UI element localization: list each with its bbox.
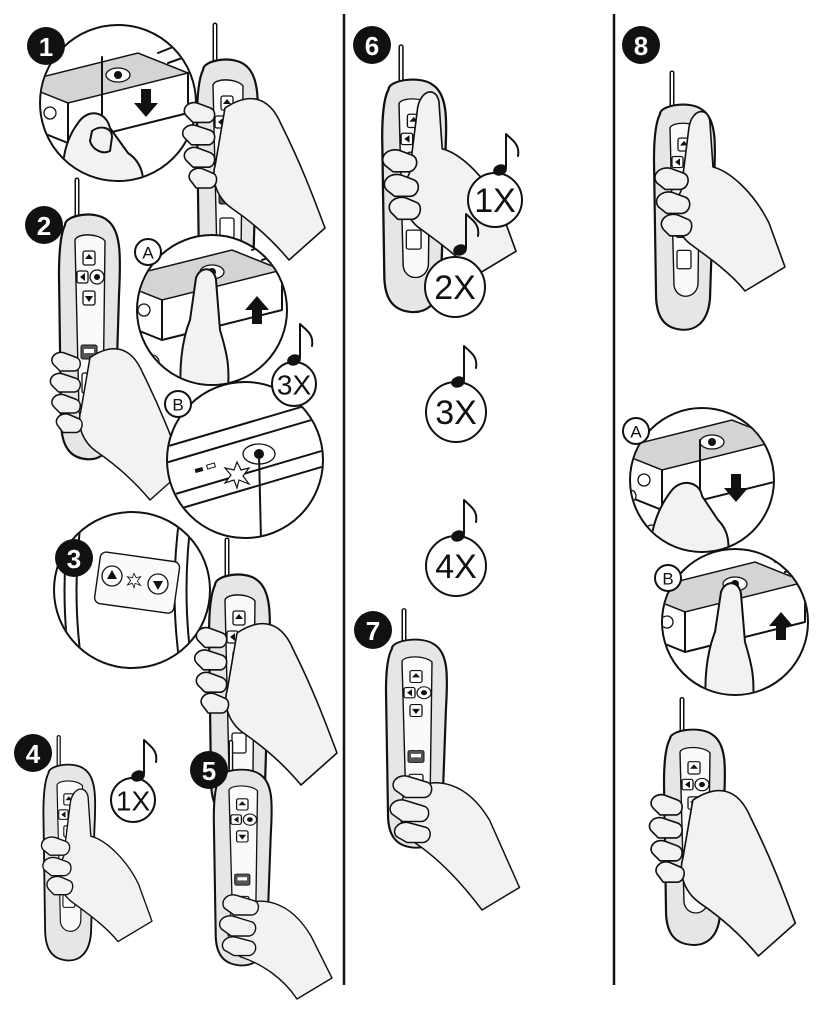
music-note-icon xyxy=(128,739,158,785)
step-number: 5 xyxy=(202,756,216,786)
beep-count: 3X xyxy=(435,394,477,432)
bracket-detail xyxy=(41,32,195,180)
step-8: A B 8 xyxy=(622,26,809,957)
step-number: 1 xyxy=(39,32,53,62)
step-number: 6 xyxy=(365,31,379,61)
step-badge xyxy=(14,734,52,772)
music-note-icon xyxy=(284,323,314,369)
step-badge xyxy=(27,27,65,65)
step-badge xyxy=(190,751,228,789)
step-badge xyxy=(25,206,63,244)
step-badge xyxy=(354,611,392,649)
step-number: 4 xyxy=(26,739,41,769)
beep-bubble xyxy=(424,256,486,318)
beep-count: 4X xyxy=(435,548,477,586)
step-badge xyxy=(55,539,93,577)
zoom-label-badge xyxy=(622,417,650,445)
step-4: 1X 4 xyxy=(14,734,158,960)
zoom-label-badge xyxy=(164,390,192,418)
zoom-label: A xyxy=(630,423,642,442)
zoom-label-badge xyxy=(134,238,162,266)
hand-icon xyxy=(49,347,185,501)
zoom-label: A xyxy=(142,244,154,263)
music-note-icon xyxy=(448,345,478,391)
music-note-icon xyxy=(448,499,478,545)
remote-device-icon xyxy=(214,742,333,1000)
zoom-label: B xyxy=(172,396,183,415)
beep-count: 3X xyxy=(277,370,312,401)
remote-device-icon xyxy=(648,699,797,957)
step-5: 5 xyxy=(190,742,333,1000)
step-2: A B 3X 2 xyxy=(25,180,324,539)
zoom-circle-b xyxy=(166,381,324,539)
beep-count: 1X xyxy=(116,786,151,817)
step-number: 3 xyxy=(67,544,81,574)
step-number: 8 xyxy=(634,31,648,61)
zoom-label-badge xyxy=(654,564,682,592)
remote-device-icon xyxy=(654,73,786,330)
step-1: 1 xyxy=(27,25,326,304)
flash-icon xyxy=(223,460,251,491)
remote-device-icon xyxy=(40,737,153,960)
step-number: 2 xyxy=(37,211,51,241)
step-7: 7 xyxy=(354,610,521,911)
beep-count: 1X xyxy=(474,182,516,220)
beep-count: 2X xyxy=(434,269,476,307)
zoom-label: B xyxy=(662,570,673,589)
step-6: 1X 2X 3X 4X 6 xyxy=(353,26,523,597)
music-note-icon xyxy=(490,133,520,179)
step-badge xyxy=(353,26,391,64)
flash-icon xyxy=(126,572,142,590)
step-3: 3 xyxy=(53,511,338,819)
step-number: 7 xyxy=(366,616,380,646)
step-badge xyxy=(622,26,660,64)
remote-device-icon xyxy=(386,610,521,911)
